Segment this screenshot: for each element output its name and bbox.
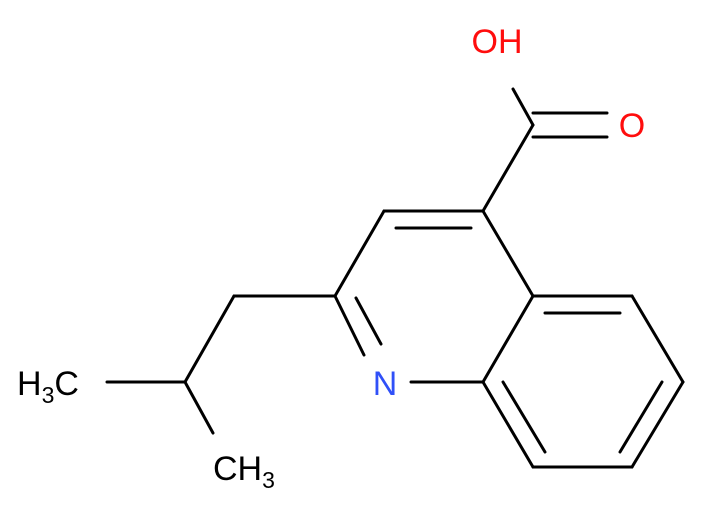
carbonyl-oxygen-label: O [619,107,645,145]
bond-ch-ch3-down [183,380,215,435]
bond-c2-c3 [333,209,386,298]
methyl-bottom-sub: 3 [262,467,275,493]
bond-carboxyl-oh [511,87,535,127]
bond-c4-carboxyl [481,123,535,213]
methyl-bottom-main: CH [213,450,262,488]
bond-c8a-c4a [481,294,535,384]
methyl-left-sub: 3 [42,382,55,408]
bond-ch2-ch [183,294,236,384]
methyl-left-label: H3C [17,365,79,408]
bond-c5-c6 [630,294,685,384]
bond-c2-n1 [333,294,366,357]
bond-c2-n1-inner [354,296,383,346]
nitrogen-label: N [373,365,398,403]
methyl-left-main: H [17,365,42,403]
methyl-bottom-label: CH3 [213,450,275,493]
hydroxyl-label: OH [472,23,523,61]
bond-c4-c4a [481,209,535,298]
bond-c6-c7-inner [618,380,664,454]
bond-c8-c8a-inner [501,380,547,454]
bond-c6-c7 [630,380,685,469]
methyl-left-tail: C [54,365,79,403]
bond-c8-c8a [481,380,535,469]
